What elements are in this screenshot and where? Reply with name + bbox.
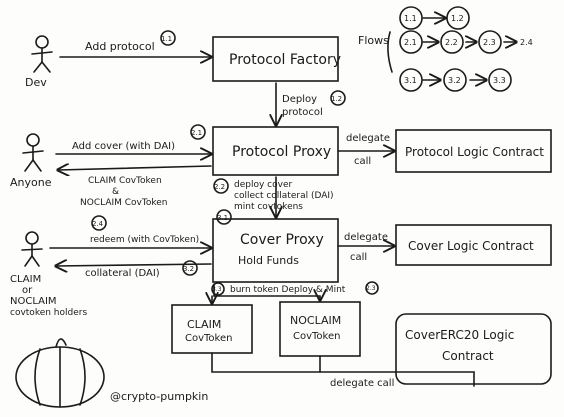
badge-2-3: 2.3: [366, 285, 376, 292]
cover-erc20-label-2: Contract: [442, 349, 494, 363]
delegate-call-3-label: delegate call: [330, 378, 394, 389]
holders-label-1: CLAIM: [10, 274, 41, 285]
protocol-factory-box: [212, 36, 339, 82]
badge-circle-2-2: [213, 178, 229, 194]
flow-1-1: 1.1: [404, 14, 417, 23]
holders-actor-icon: [21, 231, 43, 267]
flow-circle-2-1: [399, 30, 423, 54]
badge-1-1: 1.1: [161, 35, 172, 43]
badge-2-1: 2.1: [191, 129, 202, 137]
cover-proxy-label: Cover Proxy: [240, 232, 324, 248]
protocol-factory-label: Protocol Factory: [229, 52, 341, 68]
flow-2-3: 2.3: [483, 38, 496, 47]
flow-3-1: 3.1: [404, 76, 417, 85]
badge-circle-3-1: [216, 209, 232, 225]
claim-out-label-1: CLAIM CovToken: [88, 176, 162, 186]
flows-label: Flows: [358, 34, 389, 47]
protocol-logic-box: [395, 129, 552, 173]
badge-circle-1-1: [160, 30, 176, 46]
flow-circle-3-3: [488, 68, 512, 92]
flow-circle-2-3: [478, 30, 502, 54]
badge-circle-3-2: [182, 260, 198, 276]
claim-out-label-2: &: [112, 187, 119, 197]
flow-2-2: 2.2: [445, 38, 458, 47]
credit-label: @crypto-pumpkin: [110, 390, 208, 403]
badge-3-1: 3.1: [217, 214, 228, 222]
badge-circle-2-3: [365, 281, 379, 295]
claim-out-label-3: NOCLAIM CovToken: [80, 198, 167, 208]
badge-circle-2-4: [91, 215, 107, 231]
holders-label-2: or: [22, 285, 33, 296]
flow-2-1: 2.1: [404, 38, 417, 47]
badge-3-3: 3.3: [212, 286, 222, 293]
badge-circle-2-1: [190, 124, 206, 140]
flow-2-4: 2.4: [520, 38, 533, 47]
add-cover-label: Add cover (with DAI): [72, 141, 175, 152]
deploy-protocol-label-2: protocol: [282, 107, 323, 118]
burn-deploy-label: burn token Deploy & Mint: [230, 285, 346, 295]
flows-bracket: [387, 31, 393, 73]
badge-2-2: 2.2: [214, 183, 225, 191]
collateral-out-label: collateral (DAI): [85, 268, 160, 279]
badge-circle-1-2: [330, 90, 346, 106]
anyone-actor-icon: [22, 133, 44, 172]
flow-circle-1-2: [446, 6, 470, 30]
flow-circle-1-1: [399, 6, 423, 30]
covtoken-return-arrow: [58, 166, 212, 170]
cover-logic-box: [395, 224, 552, 266]
badge-circle-3-3: [211, 282, 225, 296]
holders-label-3: NOCLAIM: [10, 296, 57, 307]
flow-3-2: 3.2: [448, 76, 461, 85]
delegate-call-1-label-2: call: [354, 156, 371, 167]
pumpkin-icon: [15, 338, 105, 408]
flow-circle-3-1: [399, 68, 423, 92]
dev-label: Dev: [25, 76, 47, 89]
dev-actor-icon: [31, 35, 53, 73]
noclaim-token-label-2: CovToken: [293, 331, 340, 342]
deploy-collect-mint-1: deploy cover: [234, 180, 292, 190]
cover-logic-label: Cover Logic Contract: [408, 239, 534, 253]
collateral-return-arrow: [56, 264, 212, 266]
protocol-logic-label: Protocol Logic Contract: [405, 145, 544, 159]
badge-2-4: 2.4: [92, 220, 104, 228]
delegate-call-2-label-1: delegate: [344, 232, 388, 243]
cover-proxy-sublabel: Hold Funds: [238, 254, 299, 267]
flow-3-3: 3.3: [493, 76, 506, 85]
deploy-collect-mint-3: mint covtokens: [234, 202, 303, 212]
deploy-protocol-label-1: Deploy: [282, 94, 317, 105]
claim-token-label-2: CovToken: [185, 333, 232, 344]
protocol-proxy-label: Protocol Proxy: [232, 144, 331, 160]
noclaim-token-label-1: NOCLAIM: [290, 314, 341, 327]
add-protocol-label: Add protocol: [85, 40, 155, 53]
flow-1-2: 1.2: [451, 14, 464, 23]
claim-token-label-1: CLAIM: [187, 318, 221, 331]
delegate-call-2-label-2: call: [350, 252, 367, 263]
anyone-label: Anyone: [10, 176, 52, 189]
flow-circle-2-2: [440, 30, 464, 54]
badge-3-2: 3.2: [183, 265, 194, 273]
delegate-call-1-label-1: delegate: [346, 133, 390, 144]
delegate-call-3-line: [211, 352, 475, 387]
flow-circle-3-2: [443, 68, 467, 92]
noclaim-covtoken-box: [279, 301, 361, 357]
badge-1-2: 1.2: [331, 95, 342, 103]
holders-label-4: covtoken holders: [10, 308, 87, 318]
redeem-label: redeem (with CovToken): [90, 235, 199, 245]
cover-erc20-label-1: CoverERC20 Logic: [405, 328, 514, 342]
cover-proxy-box: [212, 218, 339, 283]
deploy-collect-mint-2: collect collateral (DAI): [234, 191, 334, 201]
